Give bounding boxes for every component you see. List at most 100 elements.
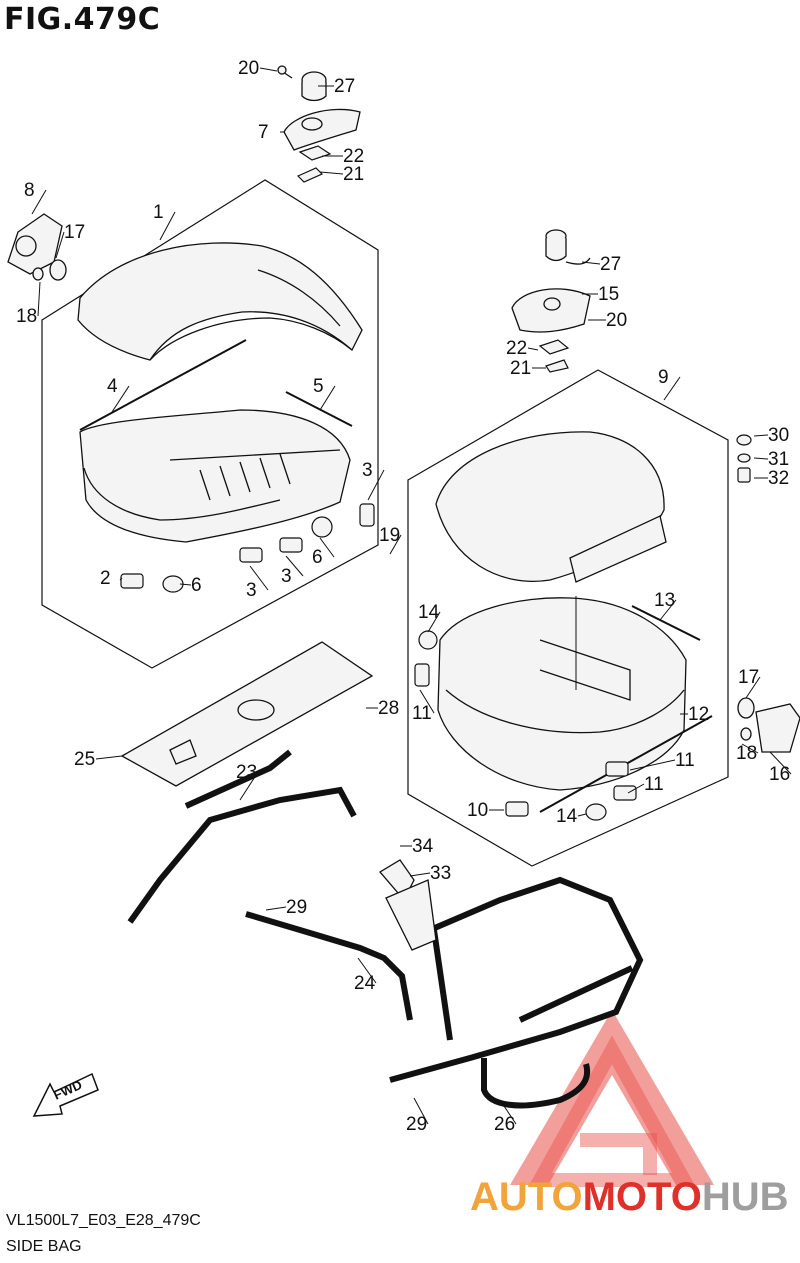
callout-number: 18: [16, 306, 37, 327]
right-lock-cylinder-part: [545, 229, 591, 265]
callout-number: 3: [281, 566, 292, 587]
callout-number: 20: [238, 58, 259, 79]
watermark-moto: MOTO: [583, 1175, 702, 1219]
callout-number: 25: [74, 749, 95, 770]
callout-14: 14: [418, 602, 441, 633]
callout-number: 15: [598, 284, 619, 305]
callout-number: 7: [258, 122, 269, 143]
callout-leader: [629, 759, 676, 771]
callout-leader: [265, 906, 287, 911]
callout-number: 11: [644, 774, 664, 795]
callout-number: 3: [246, 580, 257, 601]
callout-leader: [111, 385, 130, 413]
callout-leader: [285, 555, 304, 577]
right-bag-shell-part: [437, 596, 687, 791]
callout-leader: [427, 611, 441, 633]
watermark-auto: AUTO: [470, 1175, 583, 1219]
mounting-plate-part: [120, 641, 374, 787]
left-bag-group-outline: [41, 179, 379, 669]
left-seal-strip-4: [79, 339, 247, 431]
callout-14: 14: [556, 806, 587, 827]
callout-leader: [239, 771, 259, 801]
callout-number: 22: [506, 338, 527, 359]
callout-leader: [527, 347, 539, 351]
callout-number: 33: [430, 863, 451, 884]
callout-leader: [249, 565, 269, 591]
callout-number: 19: [379, 525, 400, 546]
callout-number: 27: [600, 254, 621, 275]
callout-22: 22: [506, 338, 539, 359]
callout-number: 5: [313, 376, 324, 397]
callout-number: 13: [654, 590, 675, 611]
callout-number: 10: [467, 800, 488, 821]
callout-leader: [319, 385, 336, 411]
callout-leader: [31, 189, 47, 215]
callout-number: 14: [556, 806, 578, 827]
callout-leader: [95, 755, 123, 760]
right-cover-plate-part: [737, 697, 800, 753]
diagram-caption: SIDE BAG: [6, 1238, 82, 1255]
callout-16: 16: [769, 751, 792, 785]
callout-leader: [577, 813, 587, 817]
right-bag-group-outline: [407, 369, 729, 867]
callout-3: 3: [362, 460, 385, 501]
watermark-hub: HUB: [702, 1175, 789, 1219]
callout-number: 1: [153, 202, 164, 223]
callout-15: 15: [582, 284, 619, 305]
callout-10: 10: [467, 800, 504, 821]
watermark-wordmark: AUTOMOTOHUB: [470, 1175, 789, 1219]
callout-leader: [753, 457, 769, 460]
callout-number: 11: [412, 703, 432, 724]
callout-number: 24: [354, 973, 376, 994]
callout-number: 9: [658, 367, 669, 388]
callout-leader: [389, 534, 402, 555]
callout-17: 17: [55, 222, 85, 259]
callout-number: 14: [418, 602, 440, 623]
left-lock-washer-part: [296, 145, 332, 183]
callout-1: 1: [153, 202, 176, 241]
callout-number: 29: [286, 897, 307, 918]
callout-4: 4: [107, 376, 130, 413]
right-lock-cover-part: [511, 288, 591, 333]
callout-number: 18: [736, 743, 757, 764]
front-bracket-part: [127, 749, 357, 924]
callout-number: 17: [64, 222, 85, 243]
callout-34: 34: [400, 836, 434, 857]
callout-leader: [357, 957, 377, 984]
callout-2: 2: [100, 568, 123, 589]
callout-18: 18: [736, 743, 759, 764]
callout-33: 33: [409, 863, 451, 884]
callout-29: 29: [406, 1097, 429, 1135]
callout-leader: [259, 67, 278, 72]
right-seal-strip-13: [631, 605, 701, 641]
callout-11: 11: [412, 689, 435, 724]
callout-leader: [745, 676, 761, 699]
callout-24: 24: [354, 957, 377, 994]
callout-leader: [319, 171, 344, 175]
callout-28: 28: [366, 698, 399, 719]
callout-number: 20: [606, 310, 627, 331]
callout-leader: [119, 577, 123, 581]
left-bag-shell-part: [79, 409, 351, 543]
callout-number: 12: [688, 704, 709, 725]
callout-27: 27: [581, 254, 621, 275]
callout-leader: [659, 599, 677, 621]
left-lock-cover-part: [283, 108, 361, 151]
callout-leader: [409, 872, 431, 877]
callout-11: 11: [627, 774, 664, 795]
callout-21: 21: [319, 164, 364, 185]
callout-leader: [55, 231, 65, 259]
callout-number: 16: [769, 764, 790, 785]
callout-17: 17: [738, 667, 761, 699]
callout-leader: [753, 434, 769, 437]
callout-number: 4: [107, 376, 118, 397]
callout-20: 20: [238, 58, 278, 79]
callout-25: 25: [74, 749, 123, 770]
callout-23: 23: [236, 762, 259, 801]
callout-number: 8: [24, 180, 35, 201]
callout-leader: [499, 1099, 517, 1125]
callout-leader: [37, 281, 41, 317]
callout-18: 18: [16, 281, 41, 327]
